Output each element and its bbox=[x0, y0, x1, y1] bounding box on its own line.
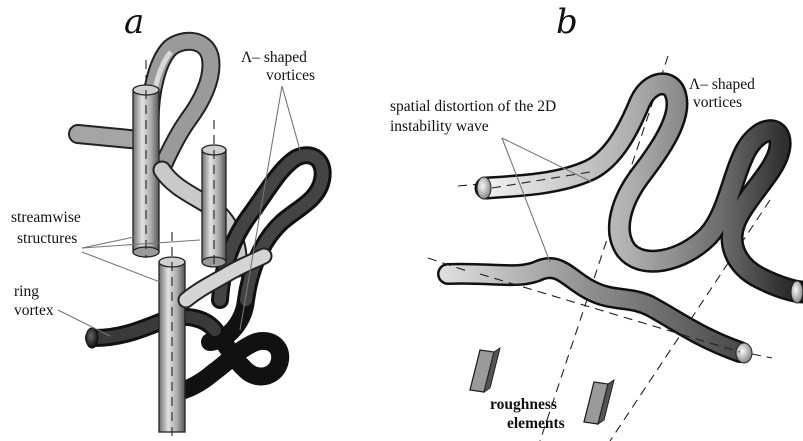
lambda-label-a-line1: Λ– shaped bbox=[241, 49, 307, 66]
roughness-element-2 bbox=[584, 380, 614, 424]
spatial-label-line1: spatial distortion of the 2D bbox=[390, 98, 556, 115]
ring-vortex-tube bbox=[94, 317, 280, 392]
roughness-element-1 bbox=[470, 348, 500, 392]
ring-vortex-cap bbox=[86, 328, 98, 348]
spatial-label-line2: instability wave bbox=[390, 118, 489, 135]
panel-a: a bbox=[11, 2, 323, 441]
roughness-label-line1: roughness bbox=[490, 396, 557, 413]
streamwise-pillar-3 bbox=[159, 232, 185, 441]
streamwise-label-line1: streamwise bbox=[11, 209, 81, 226]
panel-b: b spatial distortion of the 2D bbox=[390, 2, 803, 441]
roughness-label-line2: elements bbox=[507, 415, 565, 432]
lambda-label-a-line2: vortices bbox=[266, 67, 315, 84]
streamwise-pillar-2 bbox=[202, 120, 226, 268]
wave-upper-cap bbox=[477, 177, 491, 199]
ring-label-line1: ring bbox=[14, 283, 39, 300]
wave-lower-cap bbox=[736, 343, 752, 363]
streamwise-label-line2: structures bbox=[17, 230, 77, 247]
pointer-lines-b bbox=[502, 138, 592, 262]
streamwise-pillar-1 bbox=[133, 60, 159, 258]
panel-a-letter: a bbox=[124, 2, 144, 42]
lambda-label-b-line2: vortices bbox=[693, 94, 742, 111]
wave-upper-cap-right bbox=[791, 281, 803, 303]
lambda-label-b-line1: Λ– shaped bbox=[689, 76, 755, 93]
panel-b-letter: b bbox=[556, 2, 578, 42]
ring-label-line2: vortex bbox=[14, 302, 54, 319]
